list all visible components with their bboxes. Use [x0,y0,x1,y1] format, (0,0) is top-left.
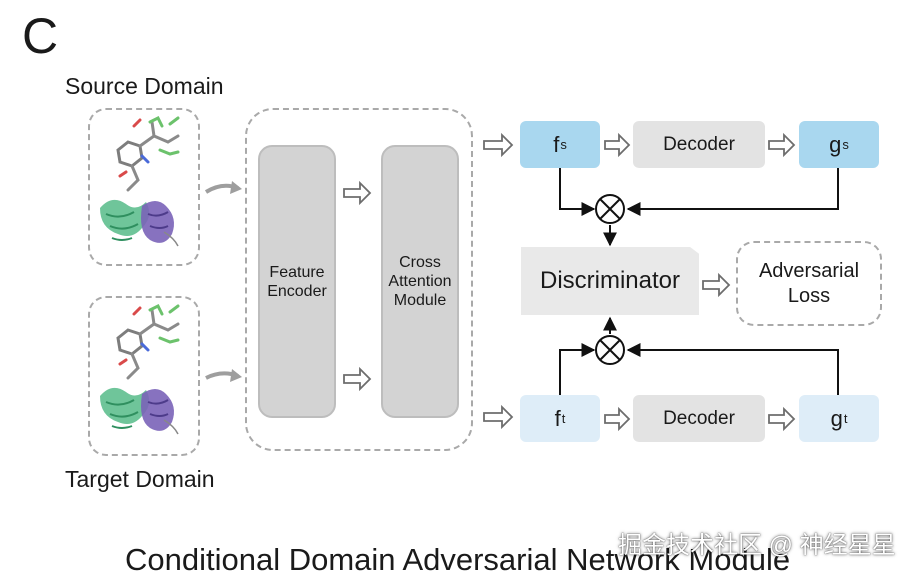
source-molecule-icon [116,115,180,192]
encoder-to-attention-arrow-top [343,180,372,206]
source-output-symbol: g [829,131,842,157]
source-output-superscript: s [842,137,849,152]
adversarial-loss-box: Adversarial Loss [736,241,882,326]
gs-to-multiply-line [626,168,839,216]
figure-caption: Conditional Domain Adversarial Network M… [125,542,791,577]
target-multiply-node [595,335,625,365]
encoder-container [245,108,473,451]
source-feature-symbol: f [553,131,560,157]
source-input-box [88,108,200,266]
target-decoder-box: Decoder [633,395,765,442]
feature-encoder-block: Feature Encoder [258,145,336,418]
encoder-to-attention-arrow-bottom [343,366,372,392]
fs-to-multiply-line [559,168,596,216]
source-multiply-node [595,194,625,224]
decoder-to-gt-arrow [768,406,796,432]
discriminator-box: Discriminator [521,247,699,315]
fs-to-decoder-arrow [604,132,631,158]
cross-attention-block: Cross Attention Module [381,145,459,418]
target-input-box [88,296,200,456]
source-domain-label: Source Domain [65,73,224,99]
attention-to-fs-arrow [483,132,514,158]
target-protein-icon [100,387,179,435]
target-output-symbol: g [830,405,843,431]
target-output-superscript: t [843,411,848,426]
source-feature-superscript: s [560,137,567,152]
discriminator-to-loss-arrow [702,272,731,298]
attention-to-ft-arrow [483,404,514,430]
panel-letter: C [22,8,59,64]
target-molecule-icon [116,303,180,380]
target-domain-label: Target Domain [65,466,215,492]
target-feature-symbol: f [554,405,561,431]
gt-to-multiply-line [626,343,839,395]
decoder-to-gs-arrow [768,132,796,158]
ft-to-decoder-arrow [604,406,631,432]
source-protein-icon [100,199,179,247]
target-feature-superscript: t [561,411,566,426]
target-to-encoder-arrowhead [230,369,242,382]
ft-to-multiply-line [559,343,596,395]
source-to-encoder-arrowhead [230,181,242,194]
source-decoder-box: Decoder [633,121,765,168]
watermark: 掘金技术社区 @ 神经星星 [618,532,896,559]
